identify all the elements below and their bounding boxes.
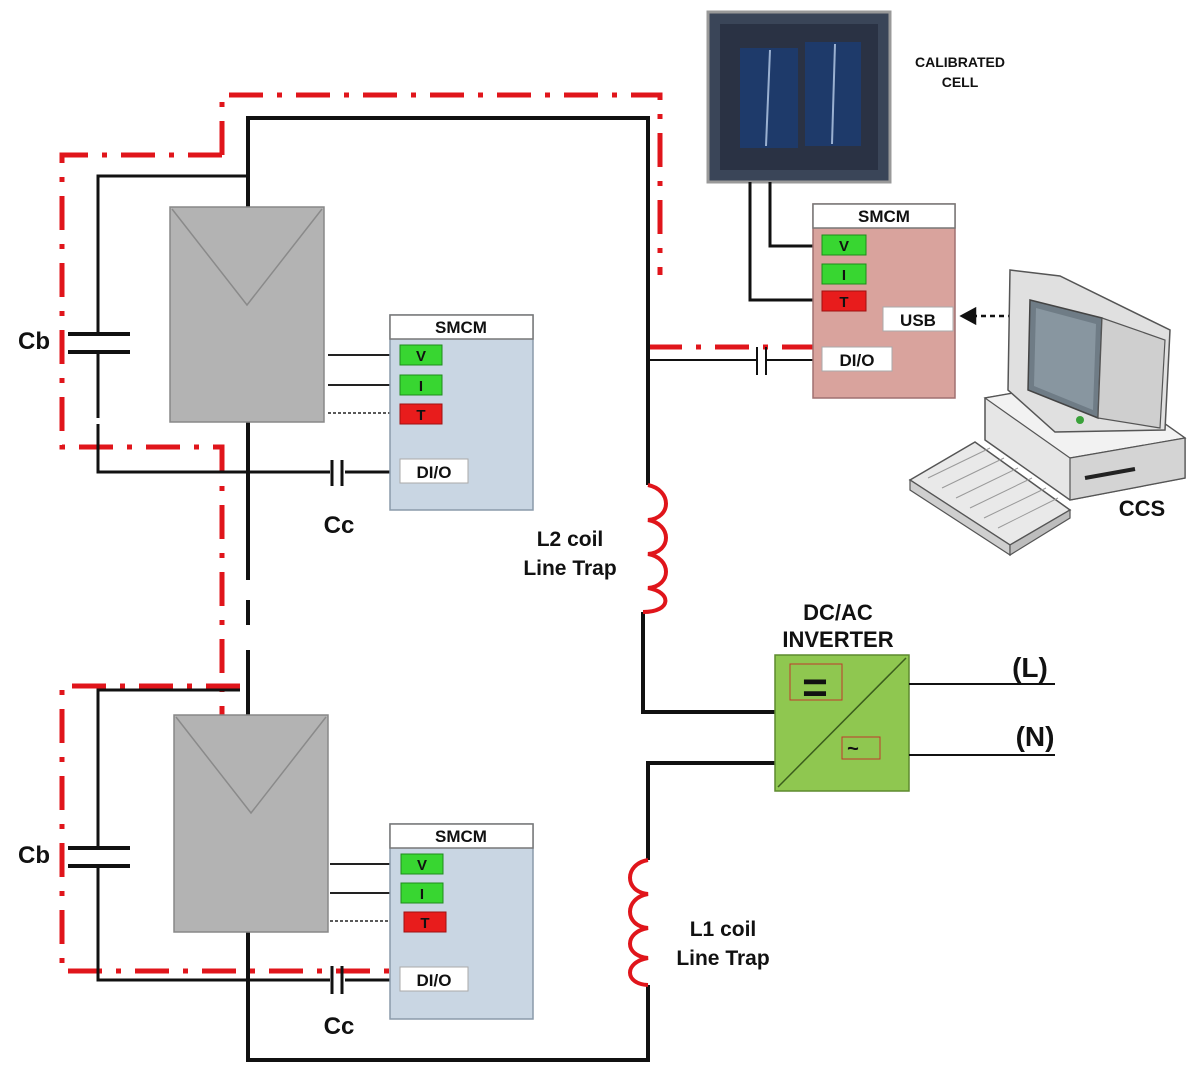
cb-capacitor-bottom xyxy=(68,846,130,868)
calibrated-cell-label-2: CELL xyxy=(942,74,979,90)
bypass-wiring xyxy=(96,174,390,982)
l2-coil-label: L2 coil xyxy=(537,528,604,551)
calibrated-cell xyxy=(706,10,892,184)
smcm-reference: SMCM V I T USB DI/O xyxy=(812,203,956,399)
l1-line-trap-label: Line Trap xyxy=(676,947,769,970)
bottom-return-wire xyxy=(246,932,650,1062)
cb-label-bottom: Cb xyxy=(18,842,50,869)
smcm-title: SMCM xyxy=(858,207,910,226)
plc-loop-bottom xyxy=(59,683,390,974)
l2-line-trap-label: Line Trap xyxy=(523,557,616,580)
cell-wires xyxy=(748,182,822,302)
usb-label: USB xyxy=(900,311,936,330)
sensor-lines-top xyxy=(328,354,400,414)
inverter-label: DC/AC xyxy=(803,600,873,625)
temperature-signal-label: T xyxy=(416,407,425,424)
current-signal-label: I xyxy=(420,886,424,903)
inverter-label-2: INVERTER xyxy=(782,627,893,652)
cb-capacitor-top xyxy=(68,332,130,354)
current-signal-label: I xyxy=(419,378,423,395)
cc-label-bottom: Cc xyxy=(324,1013,355,1040)
string-to-inverter-positive xyxy=(641,612,778,714)
cc-capacitor-bottom xyxy=(330,966,344,994)
line-output-label: (L) xyxy=(1012,652,1048,683)
dio-label: DI/O xyxy=(417,971,452,990)
dio-label: DI/O xyxy=(417,463,452,482)
l1-coil xyxy=(628,858,649,987)
dc-symbol: = xyxy=(802,663,828,712)
string-to-inverter-negative xyxy=(646,761,778,860)
temperature-signal-label: T xyxy=(420,915,429,932)
smcm-module-bottom: SMCM V I T DI/O xyxy=(389,823,534,1020)
coupling-capacitor-ref xyxy=(648,347,815,375)
voltage-signal-label: V xyxy=(416,348,426,365)
top-string-wire xyxy=(246,116,650,485)
pv-panel-top xyxy=(169,206,325,423)
smcm-module-top: SMCM V I T DI/O xyxy=(389,314,534,511)
ac-output-lines xyxy=(909,683,1055,756)
temperature-signal-label: T xyxy=(839,294,848,311)
current-signal-label: I xyxy=(842,267,846,284)
voltage-signal-label: V xyxy=(417,857,427,874)
dc-ac-inverter: = ~ xyxy=(774,654,910,792)
pv-panel-bottom xyxy=(173,714,329,933)
l2-coil xyxy=(642,483,668,614)
cb-label-top: Cb xyxy=(18,328,50,355)
sensor-lines-bottom xyxy=(330,863,400,922)
ccs-label: CCS xyxy=(1119,496,1165,521)
plc-signal-loops xyxy=(59,92,815,974)
neutral-output-label: (N) xyxy=(1016,721,1055,752)
calibrated-cell-label: CALIBRATED xyxy=(915,54,1005,70)
dc-wiring xyxy=(246,116,778,1062)
cc-label-top: Cc xyxy=(324,512,355,539)
voltage-signal-label: V xyxy=(839,238,849,255)
l1-coil-label: L1 coil xyxy=(690,918,757,941)
cc-capacitor-top xyxy=(330,460,344,486)
dio-label: DI/O xyxy=(840,351,875,370)
smcm-title: SMCM xyxy=(435,318,487,337)
smcm-title: SMCM xyxy=(435,827,487,846)
computer-icon xyxy=(908,269,1187,557)
ac-symbol: ~ xyxy=(847,738,859,760)
plc-loop-top xyxy=(219,92,663,275)
plc-loop-top-left xyxy=(59,152,225,755)
